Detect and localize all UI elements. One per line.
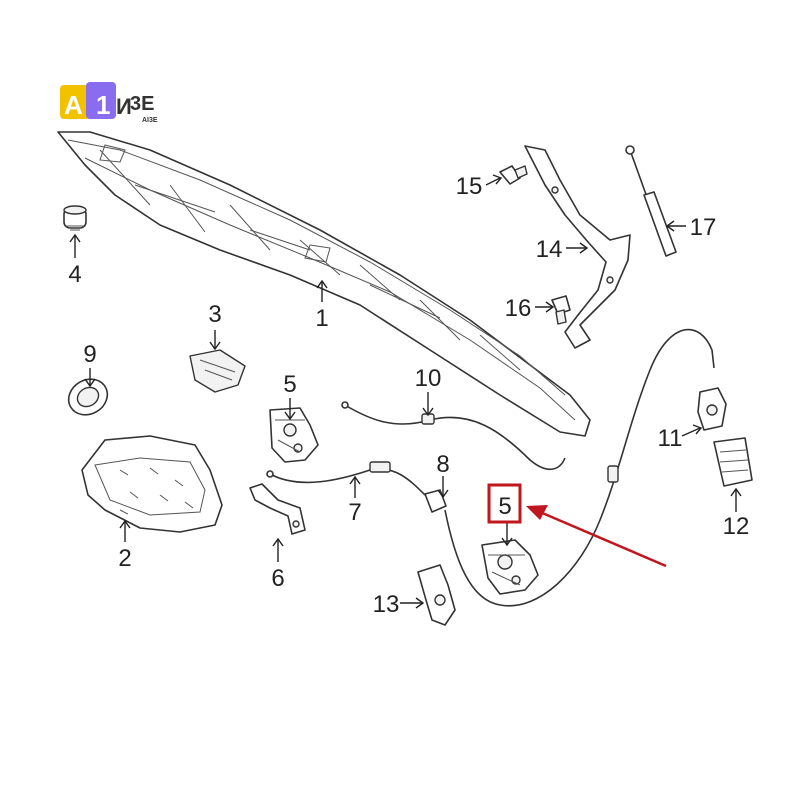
release-handle	[697, 387, 727, 431]
logo-letter-a: A	[64, 90, 83, 120]
hood-latch-right	[481, 539, 539, 595]
callout-7: 7	[348, 499, 361, 526]
hood-hinge-lower	[417, 564, 456, 626]
callout-2: 2	[118, 545, 131, 572]
callout-13: 13	[373, 591, 400, 618]
trim-bezel	[713, 437, 753, 487]
gas-strut	[625, 145, 677, 257]
callout-14: 14	[536, 236, 563, 263]
logo-purple-block	[86, 82, 116, 119]
logo-letter-1: 1	[96, 90, 110, 120]
logo-letters-3e: 3E	[130, 93, 154, 115]
hood-latch-left	[269, 407, 319, 463]
highlight-marker	[487, 483, 667, 568]
callout-9: 9	[83, 341, 96, 368]
grommet	[67, 378, 109, 416]
highlight-arrow-head	[526, 505, 548, 520]
cable-connector	[424, 489, 447, 513]
brand-logo: A 1 И 3E AI3E	[60, 82, 158, 124]
callout-labels: 1 2 3 4 5 5 6 7 8 9 10 11 12 13 14 15 16…	[68, 173, 749, 618]
callout-6: 6	[271, 565, 284, 592]
highlight-box	[487, 483, 522, 524]
callout-3: 3	[208, 301, 221, 328]
callout-17: 17	[690, 214, 717, 241]
release-cable-main	[444, 328, 715, 607]
callout-15: 15	[456, 173, 483, 200]
release-cable-10	[341, 401, 566, 470]
leader-lines	[69, 174, 742, 609]
callout-5-right: 5	[498, 493, 511, 520]
logo-yellow-block	[60, 85, 90, 119]
latch-bracket	[249, 483, 306, 535]
callout-1: 1	[315, 305, 328, 332]
highlight-arrow-shaft	[539, 510, 667, 568]
release-cable-7	[266, 461, 426, 496]
bolt-16	[551, 295, 571, 325]
callout-8: 8	[436, 451, 449, 478]
bolt-15	[499, 165, 528, 185]
callout-11: 11	[658, 425, 683, 452]
callout-16: 16	[505, 295, 532, 322]
callout-4: 4	[68, 261, 81, 288]
logo-letter-i-reversed: И	[116, 94, 132, 119]
callout-12: 12	[723, 513, 750, 540]
hood-hinge-arm	[524, 145, 631, 349]
insulator-pad	[81, 435, 223, 533]
callout-10: 10	[415, 365, 442, 392]
bumper-stop	[63, 205, 87, 231]
logo-subtext: AI3E	[142, 117, 158, 124]
callout-5-left: 5	[283, 371, 296, 398]
seal-clip	[189, 349, 246, 393]
